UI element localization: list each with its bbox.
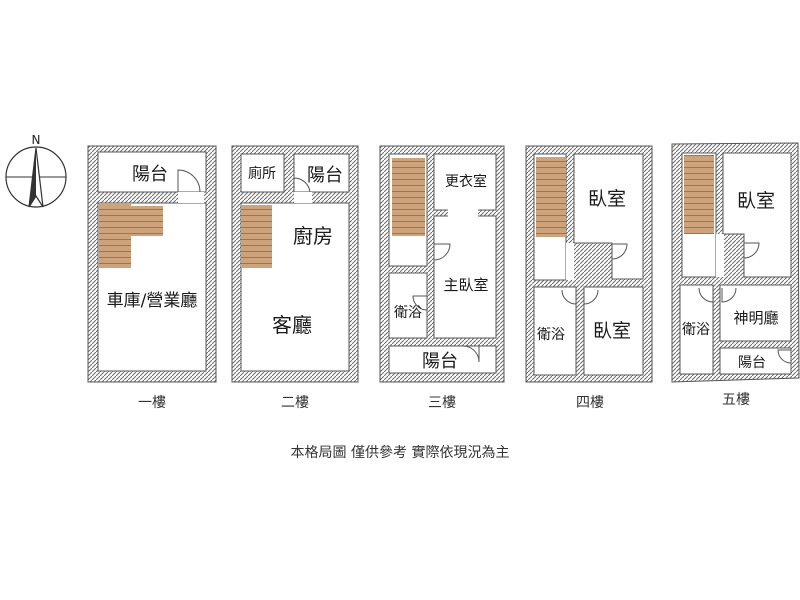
stairs [241,205,272,268]
stairs [536,157,566,237]
floor-1-plan: 陽台 車庫/營業廳 [87,145,217,383]
disclaimer-text: 本格局圖 僅供參考 實際依現況為主 [290,445,510,461]
stairs [684,155,714,234]
room-label: 衛浴 [394,305,422,321]
room-label: 陽台 [422,351,458,372]
floor-label: 二樓 [281,395,309,411]
floor-4-plan: 臥室 衛浴 臥室 [525,145,653,383]
room-label: 衛浴 [682,322,710,338]
room-label: 陽台 [307,165,343,186]
room-label: 臥室 [737,190,775,212]
room-label: 臥室 [593,320,631,342]
room-label: 臥室 [588,188,626,210]
stairs [131,206,163,236]
compass-icon: N [5,133,67,208]
room-label: 主臥室 [443,276,488,294]
floor-label: 一樓 [138,395,166,411]
room-label: 陽台 [132,164,168,185]
room-label: 客廳 [272,313,312,337]
floor-5-plan: 臥室 衛浴 神明廳 陽台 [671,142,800,383]
floor-2-plan: 廁所 陽台 廚房 客廳 [231,145,359,383]
stairs [99,204,131,268]
stairs [392,158,425,236]
room-label: 陽台 [738,355,766,371]
room-label: 神明廳 [733,309,778,327]
room-label: 衛浴 [537,327,565,343]
floor-label: 三樓 [428,395,456,411]
floor-label: 四樓 [576,395,604,411]
room-label: 廚房 [293,224,333,248]
room-label: 廁所 [248,165,276,182]
room-label: 車庫/營業廳 [107,291,198,311]
floor-3-plan: 更衣室 主臥室 衛浴 陽台 [379,145,505,383]
room-label: 更衣室 [445,173,487,190]
compass-north-label: N [32,133,41,147]
floor-label: 五樓 [722,392,750,408]
